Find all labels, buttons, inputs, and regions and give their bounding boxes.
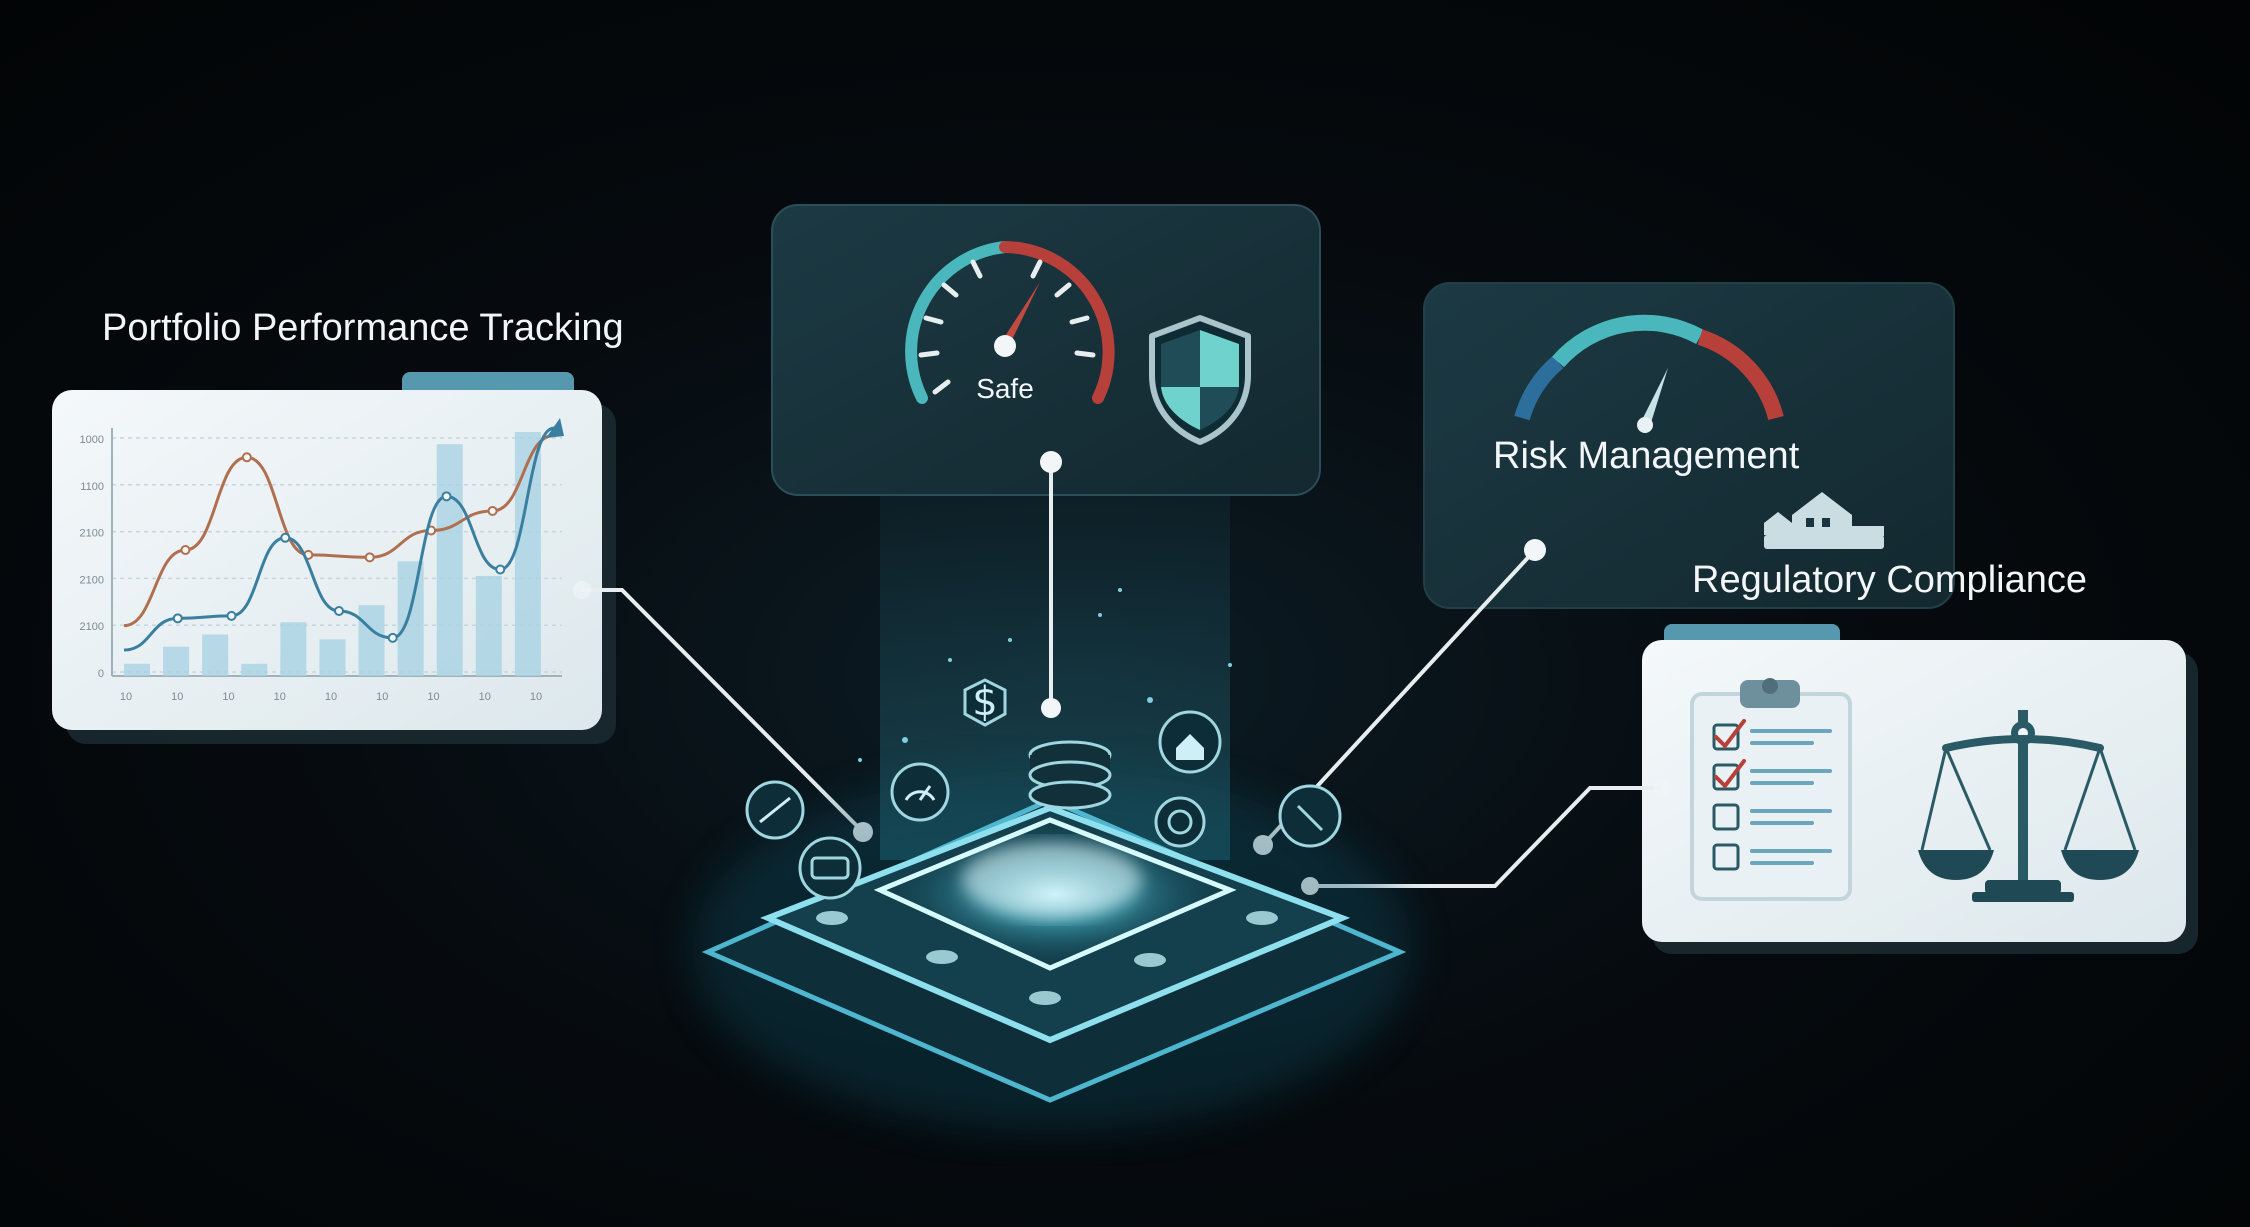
portfolio-title: Portfolio Performance Tracking	[102, 307, 624, 349]
chart-bar	[241, 663, 268, 676]
risk-panel: Risk Management	[1423, 282, 1955, 609]
chart-series-blue-point	[387, 632, 398, 643]
gauge-badge-icon	[890, 762, 950, 822]
scale-icon	[1918, 710, 2139, 902]
safety-panel: Safe	[771, 204, 1321, 496]
chart-series-blue-point	[334, 606, 344, 616]
floating-icons: $	[745, 678, 1342, 900]
chart-series-orange-point	[487, 505, 498, 516]
chart-bar	[436, 444, 463, 676]
chart-x-tick: 10	[325, 691, 337, 703]
check-mark-icon	[1714, 719, 1746, 750]
cash-icon	[798, 836, 862, 900]
dollar-icon: $	[963, 678, 1007, 727]
portfolio-panel: 1000 1100 2100 2100 2100 0 10 10 10 10 10 10 10 10 10	[52, 372, 616, 744]
chart-bar	[514, 432, 541, 676]
chart-bar	[358, 605, 385, 676]
risk-gauge-icon	[1514, 314, 1784, 433]
trend-arrow-icon	[546, 418, 564, 438]
svg-text:$: $	[972, 679, 997, 725]
chart-x-tick: 10	[274, 691, 286, 703]
chart-x-tick: 10	[530, 691, 542, 703]
chart-y-tick: 2100	[80, 621, 104, 633]
chart-series-blue	[123, 426, 555, 652]
chart-bar	[163, 646, 190, 676]
coin-icon	[1154, 796, 1206, 848]
chart-bar	[397, 561, 424, 676]
checkbox	[1712, 803, 1740, 831]
chart-x-tick: 10	[376, 691, 388, 703]
house-icon	[1764, 492, 1884, 549]
chart-x-tick: 10	[120, 691, 132, 703]
risk-management-title: Risk Management	[1493, 435, 1800, 477]
chart-series-blue-point	[495, 564, 506, 575]
compliance-panel	[1642, 624, 2198, 954]
chart-bar	[202, 634, 229, 676]
chart-y-tick: 1000	[80, 434, 104, 446]
regulatory-compliance-title: Regulatory Compliance	[1692, 559, 2087, 601]
chart-x-tick: 10	[479, 691, 491, 703]
speedometer-icon	[905, 241, 1115, 404]
tools-icon	[1278, 784, 1342, 848]
chart-bar	[280, 622, 307, 676]
chart-y-tick: 0	[98, 668, 104, 680]
chart-x-tick: 10	[222, 691, 234, 703]
chart-series-orange-point	[180, 545, 191, 555]
chart-bar	[475, 575, 502, 676]
portfolio-chart: 1000 1100 2100 2100 2100 0 10 10 10 10 10 10 10 10 10	[80, 418, 564, 703]
checkbox	[1712, 843, 1740, 871]
chart-series-blue-point	[226, 610, 237, 621]
chart-series-orange-point	[364, 552, 375, 563]
gauge-safe-label: Safe	[976, 373, 1034, 404]
chart-x-tick: 10	[171, 691, 183, 703]
clipboard-icon	[1690, 678, 1852, 901]
chart-series-blue-point	[441, 491, 452, 502]
chart-y-tick: 1100	[80, 481, 104, 493]
database-icon	[1028, 740, 1112, 810]
central-platform	[692, 770, 1412, 1130]
chart-series-blue-point	[172, 613, 183, 624]
chart-y-tick: 2100	[80, 574, 104, 586]
chart-bar	[124, 663, 150, 676]
particles	[858, 588, 1232, 762]
chart-series-orange-point	[241, 452, 252, 463]
chart-x-tick: 10	[427, 691, 439, 703]
shield-icon	[1149, 315, 1251, 445]
house-badge-icon	[1158, 710, 1222, 774]
checklist	[1712, 719, 1832, 871]
chart-bar	[319, 639, 346, 676]
gear-badge-icon	[745, 780, 805, 840]
chart-series-blue-point	[280, 532, 291, 543]
chart-y-tick: 2100	[80, 528, 104, 540]
check-mark-icon	[1714, 759, 1746, 790]
